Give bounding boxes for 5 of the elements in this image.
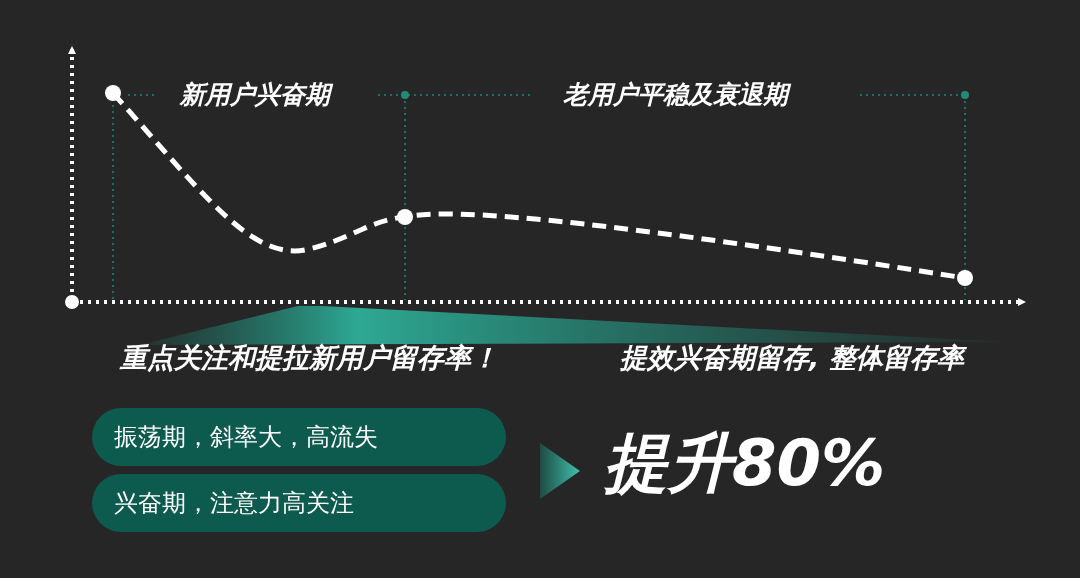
pill-box: 兴奋期，注意力高关注	[92, 474, 506, 532]
pill-box: 振荡期，斜率大，高流失	[92, 408, 506, 466]
chevron-arrow	[540, 443, 580, 499]
result-text: 提升80%	[604, 418, 886, 508]
note-text: 重点关注和提拉新用户留存率！	[120, 341, 498, 375]
